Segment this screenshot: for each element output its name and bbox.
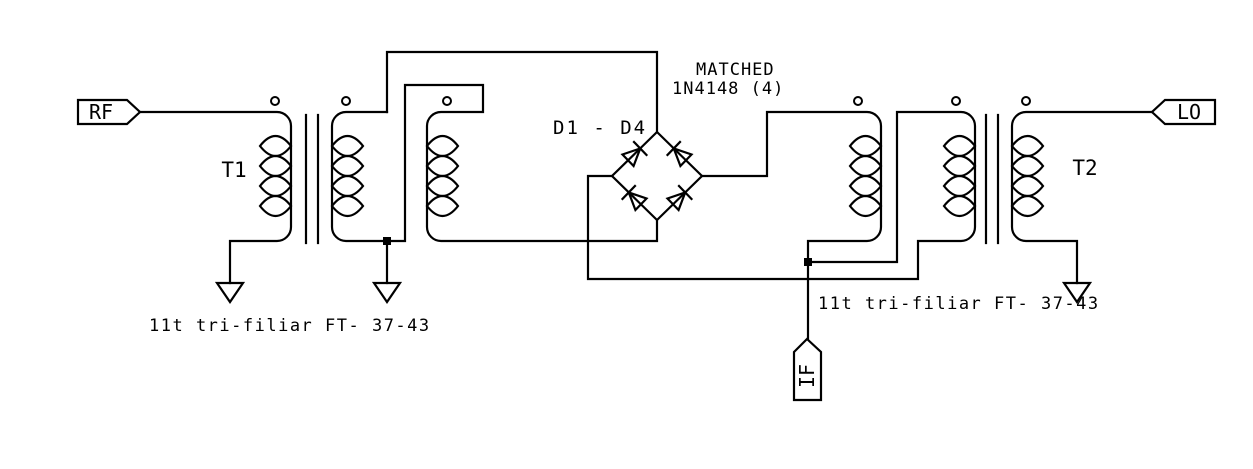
t1-tertiary-winding [425, 134, 460, 218]
t2-winding-note: 11t tri-filiar FT- 37-43 [818, 294, 1100, 314]
diode-matched-label: MATCHED [696, 60, 775, 80]
diode-part-number-label: 1N4148 (4) [672, 79, 784, 99]
lo-to-t2-primary-wire [1010, 110, 1154, 285]
lo-port-label: LO [1177, 100, 1201, 124]
t2-core-lines [984, 113, 1000, 245]
t1-primary-winding [258, 134, 293, 218]
if-junction-dot [804, 258, 812, 266]
t1-tertiary-phase-dot-icon [442, 96, 452, 106]
rf-to-t1-primary-wire [138, 110, 293, 285]
t2-label: T2 [1072, 156, 1097, 180]
t2-primary-phase-dot-icon [1021, 96, 1031, 106]
t1-core-lines [304, 113, 320, 245]
ground-symbol-t2-primary [1061, 281, 1093, 304]
t1-winding-note: 11t tri-filiar FT- 37-43 [149, 316, 431, 336]
top-bus-to-diode-top-wire [385, 50, 659, 134]
ground-symbol-t1-primary [214, 281, 246, 304]
diode-top-left [620, 140, 649, 169]
if-port-tag [792, 337, 823, 402]
diode-right-to-t2-wire [700, 110, 883, 264]
rf-port-label: RF [89, 100, 113, 124]
t2-middle-phase-dot-icon [951, 96, 961, 106]
t2-left-phase-dot-icon [853, 96, 863, 106]
t2-primary-winding [1010, 134, 1045, 218]
t1-primary-phase-dot-icon [270, 96, 280, 106]
diode-top-right [665, 140, 694, 169]
t1-centertap-junction-dot [383, 237, 391, 245]
t1-secondary-phase-dot-icon [341, 96, 351, 106]
t2-left-winding [848, 134, 883, 218]
t1-secondary-top-bus-wire [330, 83, 659, 243]
diode-bottom-left [620, 184, 649, 213]
if-port-label: IF [795, 364, 819, 388]
diode-left-to-t2-wire [586, 110, 977, 281]
diode-ring-diamond [610, 130, 704, 222]
rf-port-tag [76, 98, 142, 126]
ground-symbol-t1-centertap [371, 281, 403, 304]
diode-bottom-right [665, 184, 694, 213]
lo-port-tag [1150, 98, 1217, 126]
t2-middle-winding [942, 134, 977, 218]
t1-secondary-winding [330, 134, 365, 218]
diode-designators-label: D1 - D4 [553, 117, 647, 139]
t1-label: T1 [221, 158, 246, 182]
